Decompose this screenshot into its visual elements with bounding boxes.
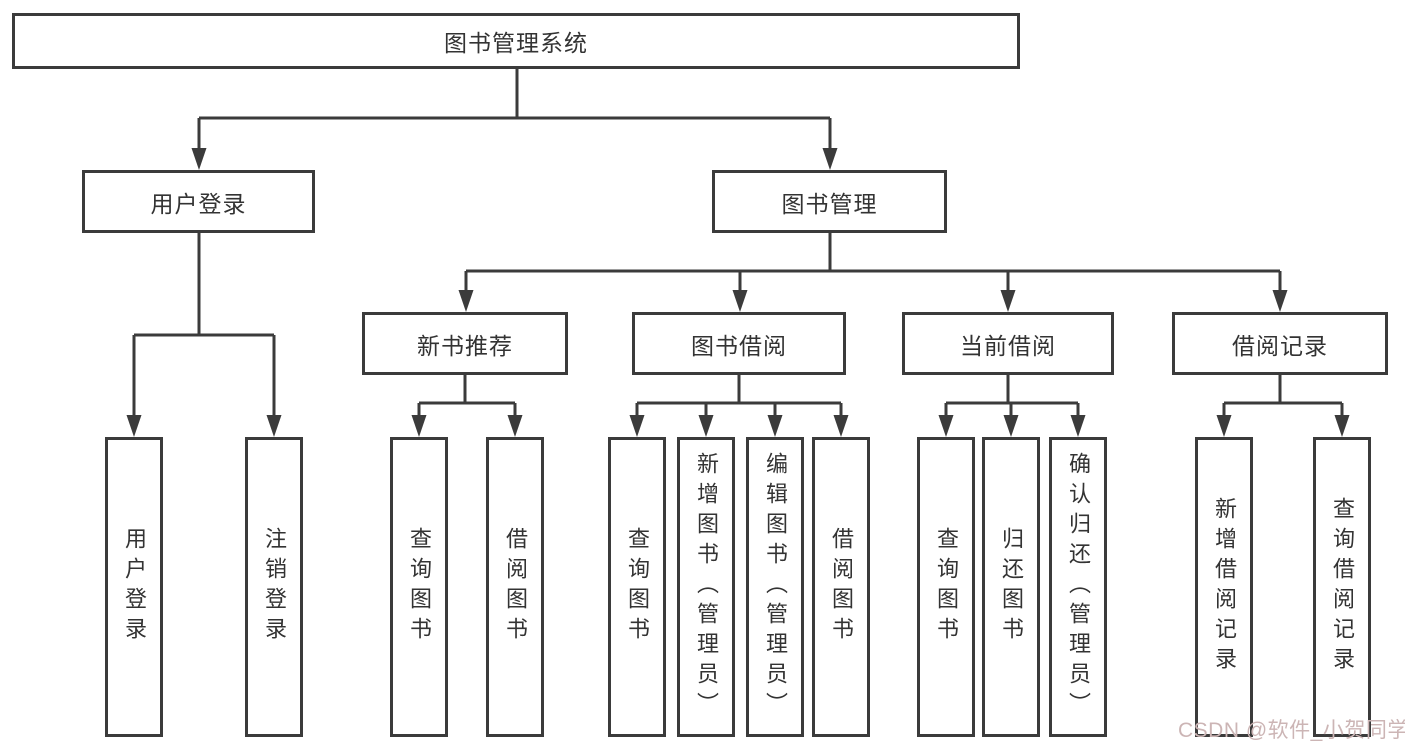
- connector-borrowrecords-children: [1222, 375, 1344, 421]
- leaf-nb-borrow-books-label: 借阅图书: [503, 527, 528, 647]
- leaf-bb-add-books-admin-label: 新增图书（管理员）: [694, 452, 719, 722]
- node-borrow-records-label: 借阅记录: [1232, 332, 1328, 359]
- leaf-bb-query-books-label: 查询图书: [625, 527, 650, 647]
- node-leaf-br-add-record: 新增借阅记录: [1195, 437, 1253, 737]
- connector-newbookrec-children: [417, 375, 517, 421]
- node-root-label: 图书管理系统: [444, 30, 588, 56]
- leaf-cb-confirm-return-admin-label: 确认归还（管理员）: [1066, 452, 1091, 722]
- leaf-br-query-record-label: 查询借阅记录: [1330, 497, 1355, 677]
- connector-currentborrow-children: [944, 375, 1080, 421]
- node-book-borrow: 图书借阅: [632, 312, 846, 375]
- node-user-login-label: 用户登录: [150, 190, 247, 217]
- node-leaf-bb-borrow-books: 借阅图书: [812, 437, 870, 737]
- node-root-system: 图书管理系统: [12, 13, 1020, 69]
- leaf-user-login-label: 用户登录: [122, 527, 147, 647]
- leaf-cb-query-books-label: 查询图书: [934, 527, 959, 647]
- node-book-management-label: 图书管理: [781, 190, 878, 217]
- node-leaf-cb-return-books: 归还图书: [982, 437, 1040, 737]
- leaf-br-add-record-label: 新增借阅记录: [1212, 497, 1237, 677]
- connector-root-to-level2: [197, 69, 832, 154]
- node-book-borrow-label: 图书借阅: [691, 332, 787, 359]
- node-leaf-nb-query-books: 查询图书: [390, 437, 448, 737]
- connector-bookmgmt-level3: [464, 233, 1282, 296]
- node-user-login-branch: 用户登录: [82, 170, 315, 233]
- leaf-cb-return-books-label: 归还图书: [999, 527, 1024, 647]
- leaf-bb-borrow-books-label: 借阅图书: [829, 527, 854, 647]
- node-borrow-records: 借阅记录: [1172, 312, 1388, 375]
- connector-userlogin-children: [132, 233, 276, 421]
- node-leaf-br-query-record: 查询借阅记录: [1313, 437, 1371, 737]
- leaf-logout-label: 注销登录: [262, 527, 287, 647]
- node-leaf-cb-confirm-return-admin: 确认归还（管理员）: [1049, 437, 1107, 737]
- leaf-nb-query-books-label: 查询图书: [407, 527, 432, 647]
- node-leaf-nb-borrow-books: 借阅图书: [486, 437, 544, 737]
- node-leaf-logout: 注销登录: [245, 437, 303, 737]
- leaf-bb-edit-books-admin-label: 编辑图书（管理员）: [763, 452, 788, 722]
- arrowheads: [126, 148, 1350, 437]
- node-leaf-user-login: 用户登录: [105, 437, 163, 737]
- connector-bookborrow-children: [635, 375, 843, 421]
- node-current-borrow-label: 当前借阅: [960, 332, 1056, 359]
- node-book-management-branch: 图书管理: [712, 170, 947, 233]
- node-leaf-cb-query-books: 查询图书: [917, 437, 975, 737]
- node-leaf-bb-add-books-admin: 新增图书（管理员）: [677, 437, 735, 737]
- node-leaf-bb-edit-books-admin: 编辑图书（管理员）: [746, 437, 804, 737]
- node-leaf-bb-query-books: 查询图书: [608, 437, 666, 737]
- node-new-book-recommend-label: 新书推荐: [417, 332, 513, 359]
- node-new-book-recommend: 新书推荐: [362, 312, 568, 375]
- node-current-borrow: 当前借阅: [902, 312, 1114, 375]
